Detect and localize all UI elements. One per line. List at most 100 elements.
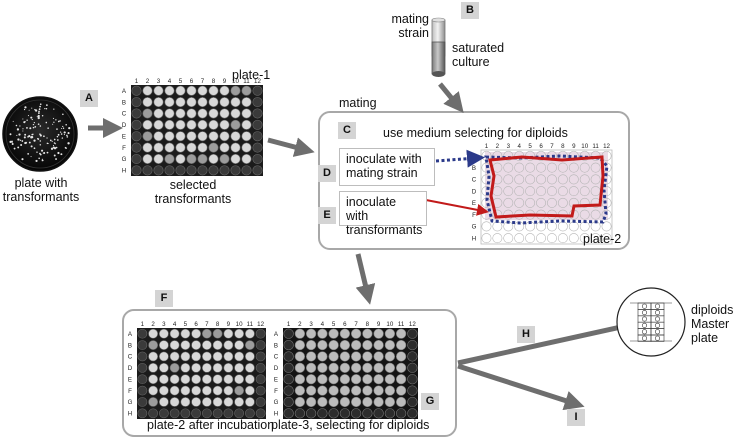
use-medium-label: use medium selecting for diploids	[383, 126, 568, 140]
plate-well	[384, 362, 395, 373]
step-e-badge: E	[318, 207, 336, 224]
plate-well	[503, 174, 514, 185]
plate-well	[245, 374, 255, 385]
plate-well	[601, 209, 612, 220]
plate-column-label: 2	[298, 321, 302, 328]
plate-row-label: D	[472, 188, 477, 195]
plate-well	[219, 97, 230, 108]
plate-well	[212, 397, 223, 407]
colony-dot	[17, 138, 20, 141]
plate-well	[148, 408, 159, 419]
plate-well	[503, 150, 514, 161]
plate-well	[350, 408, 362, 419]
plate-well	[186, 119, 197, 130]
plate-well	[407, 385, 418, 396]
plate-well	[186, 142, 197, 153]
plate-well	[350, 396, 362, 408]
plate-well	[223, 397, 234, 407]
colony-dot	[53, 108, 55, 110]
plate-well	[328, 396, 339, 408]
colony-dot	[30, 156, 32, 158]
plate-well	[328, 362, 339, 373]
plate-well	[305, 328, 317, 339]
colony-dot	[42, 152, 44, 154]
plate-well	[208, 142, 219, 153]
colony-dot	[67, 142, 70, 145]
plate-well	[294, 374, 305, 385]
plate-row-label: B	[274, 342, 278, 349]
plate-well	[169, 397, 180, 407]
plate-column-label: 3	[157, 78, 161, 85]
plate-well	[252, 85, 263, 96]
plate-row-label: D	[274, 365, 279, 372]
plate-well	[252, 108, 263, 119]
plate-3-label: plate-3, selecting for diploids	[271, 418, 430, 432]
plate-well	[230, 142, 241, 153]
plate-well	[241, 142, 252, 153]
plate-well	[153, 153, 164, 164]
colony-dot	[52, 144, 55, 147]
plate-well	[169, 351, 180, 362]
colony-dot	[52, 123, 54, 125]
plate-well	[180, 397, 191, 407]
plate-well	[131, 153, 142, 164]
colony-dot	[11, 143, 14, 146]
plate-column-label: 4	[517, 143, 521, 150]
plate-well	[208, 108, 219, 119]
plate-well	[202, 328, 212, 339]
plate-well	[191, 385, 202, 396]
plate-row-label: G	[122, 156, 127, 163]
plate-row-label: H	[472, 235, 476, 242]
plate-well	[169, 340, 180, 350]
plate-well	[245, 351, 255, 362]
plate-well	[197, 165, 208, 176]
plate-well	[536, 197, 547, 208]
plate-well	[339, 328, 350, 339]
plate-well	[202, 340, 212, 350]
plate-well	[164, 131, 175, 142]
plate-well	[579, 197, 590, 208]
plate-well	[407, 396, 418, 408]
plate-well	[362, 374, 373, 385]
plate-well	[362, 385, 373, 396]
plate-well	[317, 385, 328, 396]
plate-well	[191, 328, 202, 339]
plate-well	[255, 362, 266, 373]
plate-column-label: 12	[254, 78, 261, 85]
plate-well	[212, 374, 223, 385]
plate-well	[164, 108, 175, 119]
plate-well	[525, 197, 536, 208]
plate-well	[590, 209, 601, 220]
plate-well	[525, 174, 536, 185]
plate-well	[175, 142, 186, 153]
plate-well	[245, 408, 255, 419]
plate-well	[212, 385, 223, 396]
plate-well	[328, 374, 339, 385]
colony-dot	[29, 127, 32, 130]
plate-well	[503, 233, 514, 244]
plate-well	[305, 351, 317, 362]
plate-column-label: 8	[366, 321, 370, 328]
colony-dot	[37, 114, 40, 118]
plate-well	[339, 362, 350, 373]
plate-well	[223, 328, 234, 339]
plate-well	[164, 119, 175, 130]
plate-well	[283, 339, 294, 351]
plate-well	[131, 142, 142, 153]
plate-well	[234, 397, 245, 407]
plate-well	[568, 162, 579, 173]
plate-well	[241, 153, 252, 164]
plate-column-label: 3	[162, 321, 166, 328]
plate-well	[305, 374, 317, 385]
plate-well	[219, 165, 230, 176]
plate-row-label: F	[274, 388, 278, 395]
plate-row-label: G	[472, 224, 477, 231]
colony-dot	[31, 118, 33, 121]
plate-well	[395, 374, 407, 385]
plate-well	[175, 131, 186, 142]
plate-row-label: G	[274, 399, 279, 406]
plate-well	[317, 396, 328, 408]
plate-well	[339, 374, 350, 385]
